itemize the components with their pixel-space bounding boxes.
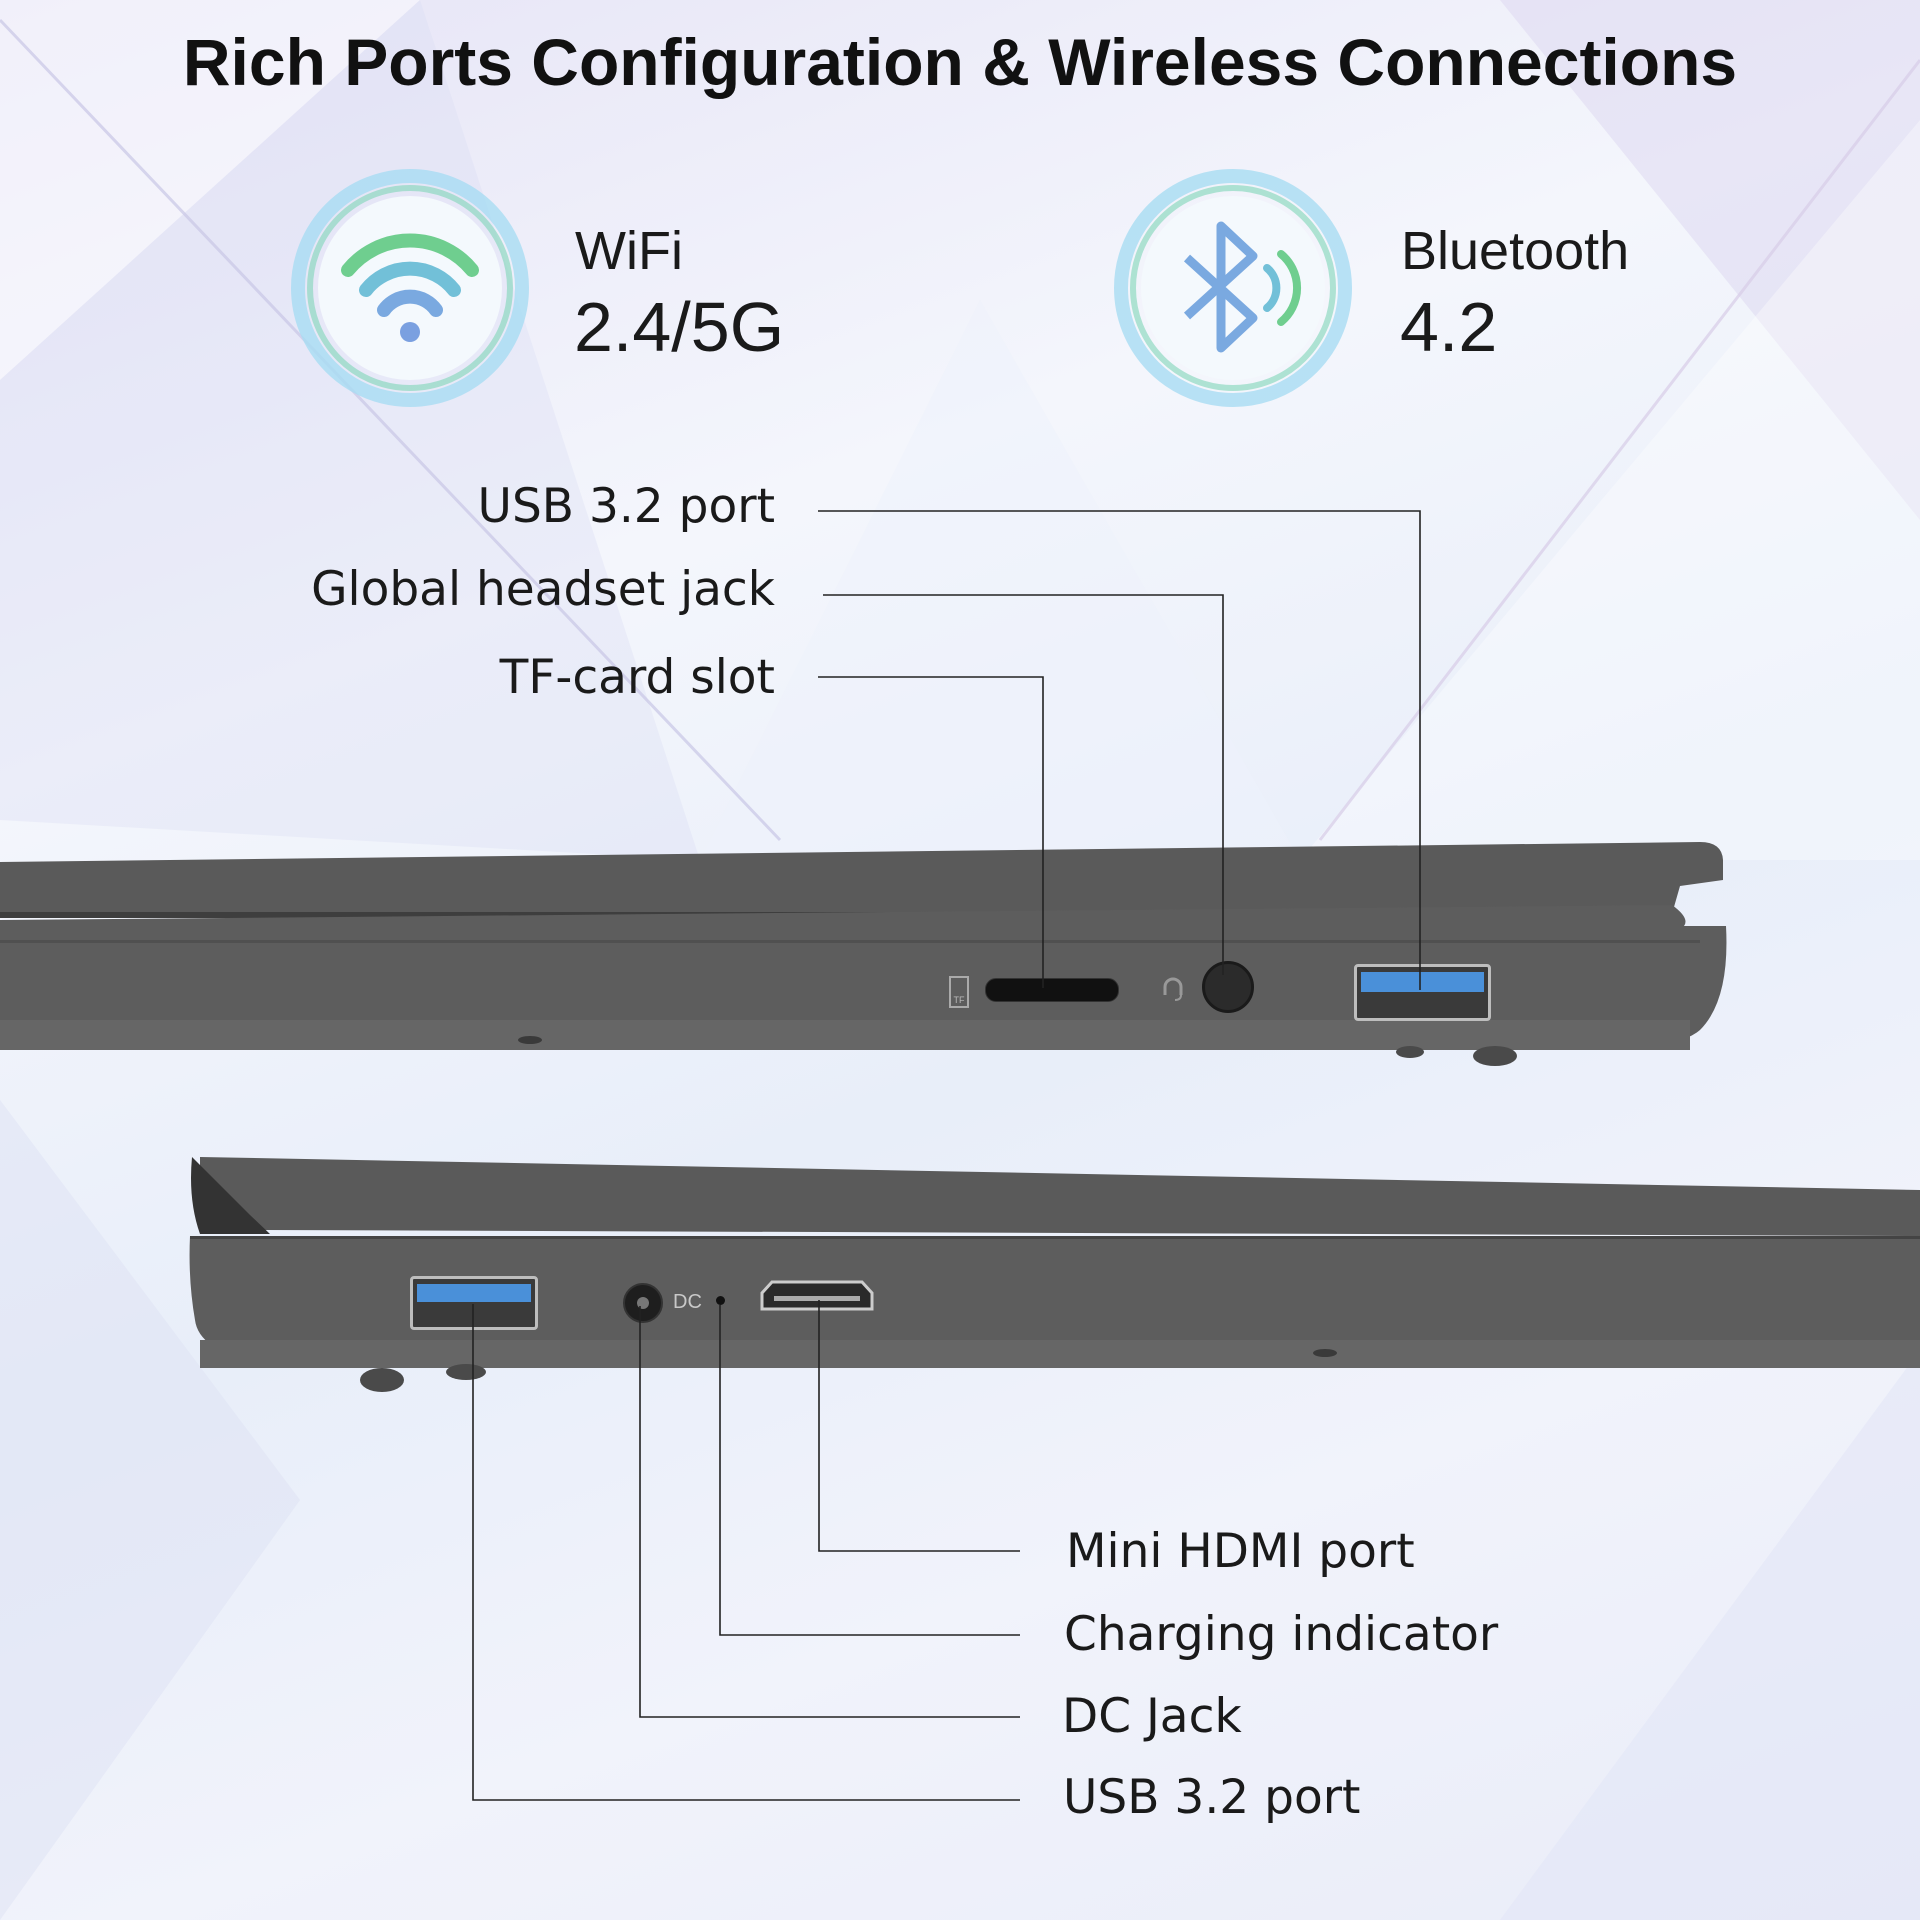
mini-hdmi-port xyxy=(760,1280,874,1311)
laptop-left-side xyxy=(189,1157,1920,1392)
tf-card-icon: TF xyxy=(949,976,969,1008)
label-charging-indicator: Charging indicator xyxy=(1064,1607,1499,1662)
label-tf-card: TF-card slot xyxy=(499,650,775,705)
charging-indicator-led xyxy=(716,1296,725,1305)
headset-jack xyxy=(1202,961,1254,1013)
label-headset-jack: Global headset jack xyxy=(311,562,775,617)
bluetooth-label: Bluetooth xyxy=(1401,221,1630,281)
page-title: Rich Ports Configuration & Wireless Conn… xyxy=(182,25,1738,99)
bluetooth-value: 4.2 xyxy=(1400,288,1498,366)
tf-marking: TF xyxy=(954,995,965,1005)
bluetooth-icon xyxy=(1114,169,1352,407)
headset-icon xyxy=(1163,977,1183,1001)
dc-marking: DC xyxy=(673,1291,702,1313)
wifi-label: WiFi xyxy=(575,221,683,281)
laptop-right-side xyxy=(0,842,1727,1066)
tf-card-slot xyxy=(985,978,1119,1002)
usb-port-right xyxy=(1354,964,1491,1021)
label-usb-right: USB 3.2 port xyxy=(477,479,775,534)
dc-jack xyxy=(623,1283,663,1323)
label-mini-hdmi: Mini HDMI port xyxy=(1066,1524,1415,1579)
label-dc-jack: DC Jack xyxy=(1062,1689,1242,1744)
label-usb-left: USB 3.2 port xyxy=(1063,1770,1361,1825)
wifi-value: 2.4/5G xyxy=(574,288,785,366)
wifi-icon xyxy=(291,169,529,407)
usb-port-left xyxy=(410,1276,538,1330)
